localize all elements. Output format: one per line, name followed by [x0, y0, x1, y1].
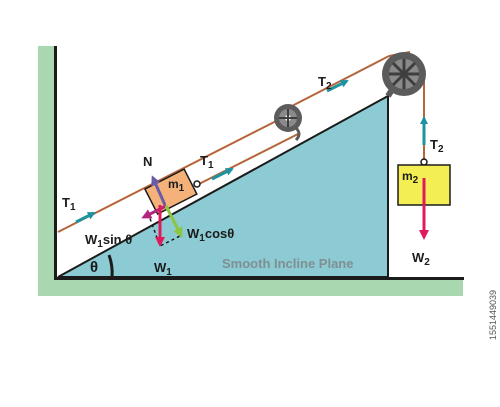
wall-edge: [54, 46, 57, 280]
block-m1: [143, 168, 198, 216]
normal-arrow: [151, 175, 167, 206]
w1-sin-arrow: [141, 204, 167, 219]
t1-right-arrow: [211, 167, 234, 181]
theta-label: θ: [90, 259, 98, 276]
w1cos-label: W1cosθ: [187, 226, 234, 244]
m1-hook: [193, 180, 201, 188]
t1-left-arrow: [75, 211, 96, 224]
m2-label: m2: [402, 169, 419, 186]
rope-lower: [57, 114, 289, 233]
t2-vertical-label: T2: [430, 137, 444, 155]
incline-wedge: [57, 94, 389, 278]
normal-label: N: [143, 154, 152, 169]
plane-label: Smooth Incline Plane: [222, 256, 353, 271]
w1-label: W1: [154, 260, 172, 278]
w1sin-label: W1sin θ: [85, 232, 132, 250]
t2-incline-arrow: [326, 79, 349, 93]
pulley-top-icon: [382, 52, 426, 98]
t1-right-label: T1: [200, 153, 214, 171]
wall: [38, 46, 56, 296]
side-id-text: 1551449039: [488, 290, 498, 341]
side-id-strip: 1551449039: [488, 290, 498, 405]
w2-label: W2: [412, 250, 430, 268]
rope-upper: [287, 55, 390, 109]
floor: [38, 278, 463, 296]
floor-edge: [54, 277, 464, 280]
m1-label: m1: [168, 177, 185, 194]
w1-cos-arrow: [164, 205, 183, 238]
t2-incline-label: T2: [318, 74, 332, 92]
angle-arc: [107, 254, 114, 278]
pulley-small-icon: [274, 104, 302, 142]
t1-left-label: T1: [62, 195, 76, 213]
